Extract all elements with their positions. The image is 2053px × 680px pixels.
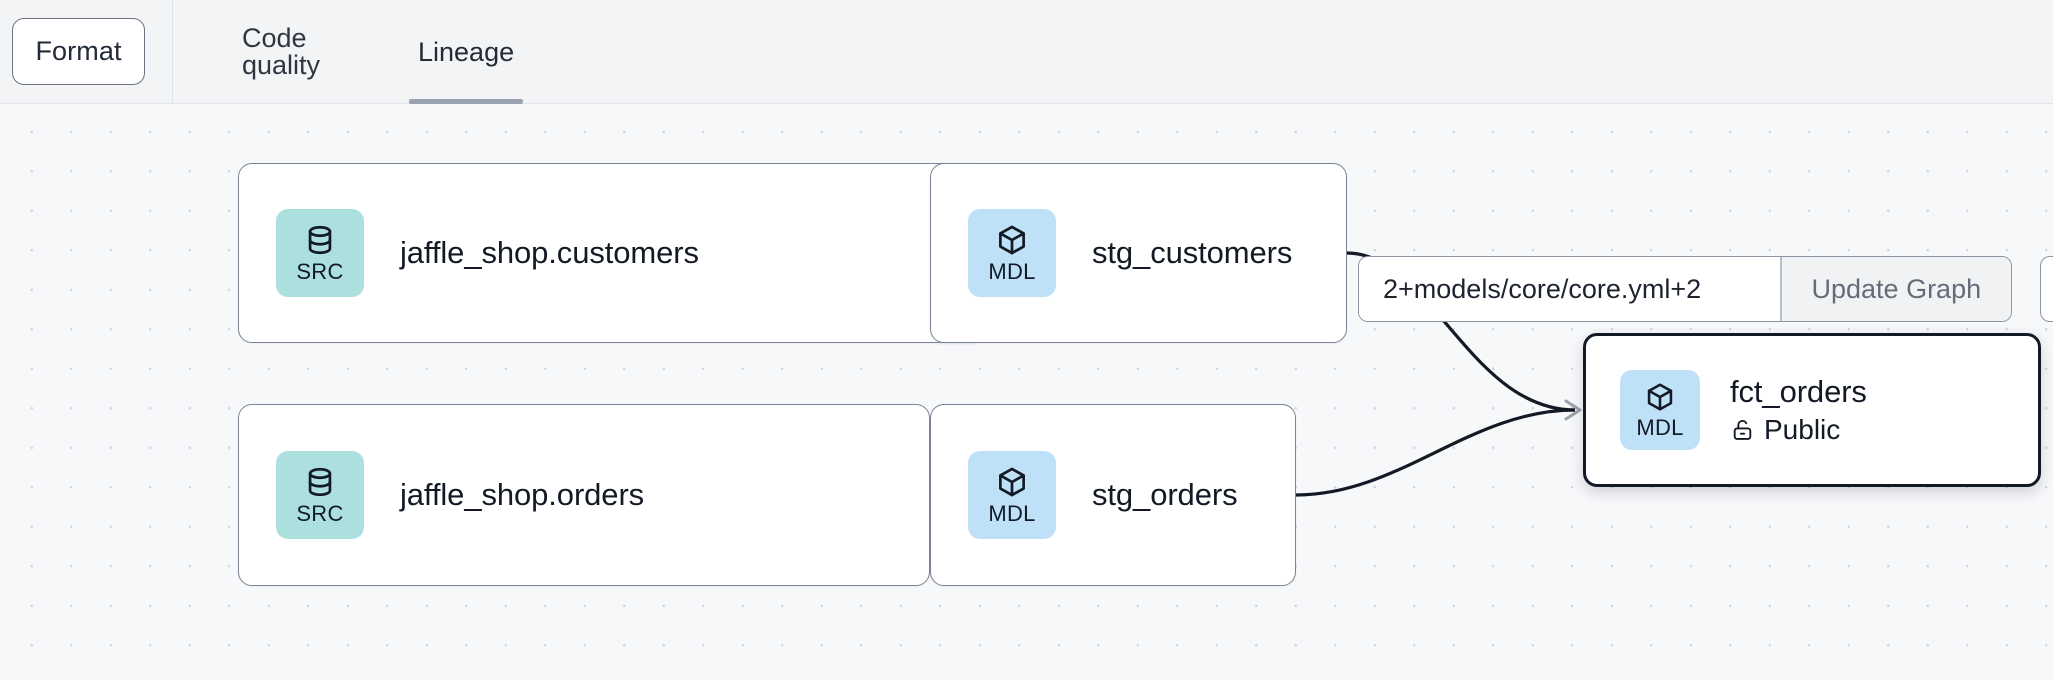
format-button-label: Format <box>35 36 122 66</box>
node-text: stg_customers <box>1092 235 1292 272</box>
lineage-node-src-orders[interactable]: SRC jaffle_shop.orders <box>238 404 930 586</box>
graph-extra-control[interactable] <box>2040 256 2053 322</box>
tab-lineage-label: Lineage <box>418 36 515 67</box>
lineage-canvas[interactable]: SRC jaffle_shop.customers SRC jaffle_sho… <box>0 104 2053 680</box>
model-badge: MDL <box>968 451 1056 539</box>
node-title: stg_orders <box>1092 476 1238 512</box>
editor-toolbar: Format Code quality Lineage <box>0 0 2053 104</box>
lineage-node-stg-orders[interactable]: MDL stg_orders <box>930 404 1296 586</box>
node-text: stg_orders <box>1092 476 1238 514</box>
model-badge: MDL <box>968 209 1056 297</box>
edge-arrow-fct-orders <box>1564 399 1582 421</box>
cube-icon <box>999 225 1025 255</box>
edge-stg-orders-to-fct-orders <box>1295 408 1576 497</box>
tab-lineage[interactable]: Lineage <box>408 0 524 104</box>
format-button[interactable]: Format <box>12 18 145 85</box>
node-title: jaffle_shop.customers <box>400 234 699 270</box>
node-title: stg_customers <box>1092 234 1293 270</box>
unlock-icon <box>1733 420 1752 441</box>
cube-icon <box>999 467 1025 497</box>
database-icon <box>308 467 332 497</box>
source-badge-label: SRC <box>296 501 344 526</box>
node-access-label: Public <box>1764 414 1841 446</box>
tab-code-quality-label: Code quality <box>242 23 321 80</box>
update-graph-label: Update Graph <box>1811 273 1982 304</box>
source-badge-label: SRC <box>296 259 344 284</box>
cube-icon <box>1647 383 1673 411</box>
graph-selector-control: Update Graph <box>1358 256 2013 322</box>
database-icon <box>308 225 332 255</box>
lineage-node-src-customers[interactable]: SRC jaffle_shop.customers <box>238 163 985 343</box>
update-graph-button[interactable]: Update Graph <box>1781 257 2012 321</box>
node-text: jaffle_shop.orders <box>400 477 644 514</box>
source-badge: SRC <box>276 451 364 539</box>
toolbar-divider <box>172 0 173 104</box>
model-badge: MDL <box>1620 370 1700 450</box>
lineage-node-fct-orders[interactable]: MDL fct_orders Public <box>1583 333 2041 487</box>
lineage-node-stg-customers[interactable]: MDL stg_customers <box>930 163 1347 343</box>
node-text: jaffle_shop.customers <box>400 235 699 272</box>
node-access-badge: Public <box>1730 413 1867 446</box>
tab-code-quality[interactable]: Code quality <box>242 0 320 104</box>
model-badge-label: MDL <box>988 259 1036 284</box>
model-badge-label: MDL <box>988 501 1036 526</box>
node-text: fct_orders Public <box>1730 374 1867 447</box>
node-title: fct_orders <box>1730 373 1867 409</box>
control-divider <box>1780 257 1782 321</box>
model-badge-label: MDL <box>1636 415 1684 440</box>
node-title: jaffle_shop.orders <box>400 476 645 512</box>
graph-selector-input[interactable] <box>1359 257 1780 321</box>
source-badge: SRC <box>276 209 364 297</box>
